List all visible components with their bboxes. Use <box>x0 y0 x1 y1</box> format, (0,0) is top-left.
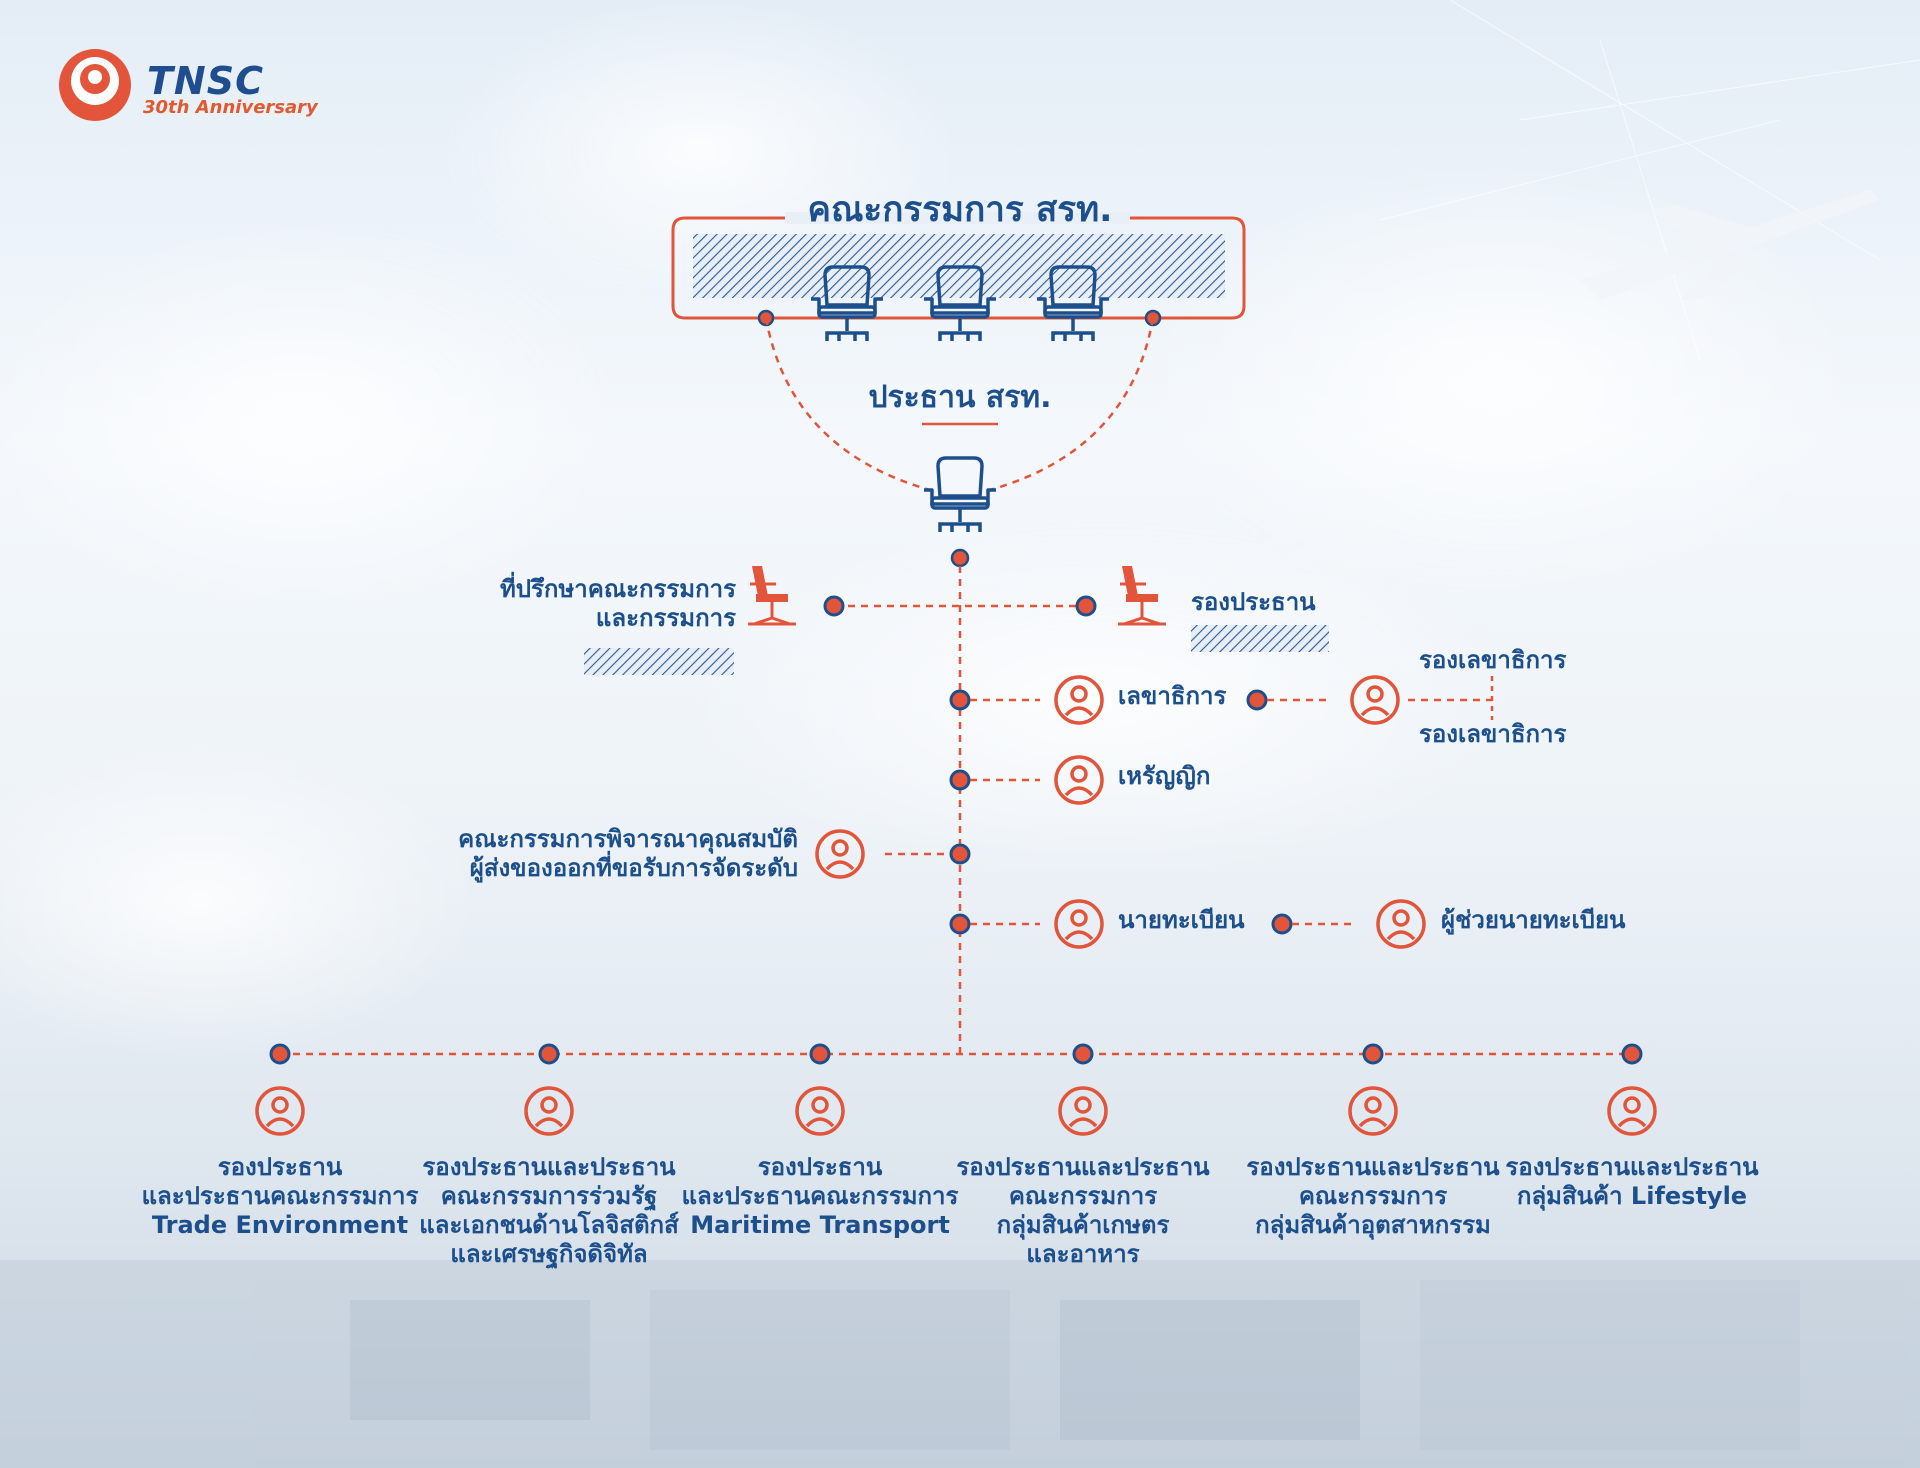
committee-line: คณะกรรมการพิจารณาคุณสมบัติ <box>458 825 798 853</box>
division-line: และเศรษฐกิจดิจิทัล <box>450 1240 648 1268</box>
division-line: รองประธาน <box>757 1153 883 1181</box>
advisors-label: ที่ปรึกษาคณะกรรมการ และกรรมการ <box>416 575 736 633</box>
board-title: คณะกรรมการ สรท. <box>807 190 1113 230</box>
chairman-chair-icon <box>922 456 998 534</box>
advisor-hatch-bar <box>584 648 734 675</box>
deputy-secretary-label: รองเลขาธิการ <box>1419 646 1567 674</box>
connector-dot <box>949 843 971 865</box>
vice-hatch-bar <box>1191 625 1329 652</box>
connector-dot <box>823 595 845 617</box>
secretary-label: เลขาธิการ <box>1118 682 1227 710</box>
tnsc-logo: TNSC 30th Anniversary <box>55 45 318 135</box>
committee-line: ผู้ส่งของออกที่ขอรับการจัดระดับ <box>469 854 798 882</box>
division-line: และอาหาร <box>1026 1240 1140 1268</box>
connector-dot <box>949 913 971 935</box>
division-line: รองประธานและประธาน <box>1246 1153 1500 1181</box>
division-line: คณะกรรมการ <box>1008 1182 1158 1210</box>
tnsc-logo-icon <box>59 49 131 121</box>
assistant-registrar-label: ผู้ช่วยนายทะเบียน <box>1441 906 1626 934</box>
division-line: และเอกชนด้านโลจิสติกส์ <box>419 1211 679 1239</box>
division-line: กลุ่มสินค้า Lifestyle <box>1516 1182 1748 1210</box>
advisors-line: ที่ปรึกษาคณะกรรมการ <box>499 575 736 603</box>
division-line: Maritime Transport <box>690 1211 950 1239</box>
division-line: รองประธานและประธาน <box>422 1153 676 1181</box>
port-background <box>0 1260 1920 1468</box>
division-person-icon <box>795 1086 845 1136</box>
division-line: กลุ่มสินค้าเกษตร <box>996 1211 1170 1239</box>
division-person-icon <box>1607 1086 1657 1136</box>
connector-dot <box>1271 913 1293 935</box>
division-label: รองประธาน และประธานคณะกรรมการ Trade Envi… <box>142 1153 419 1240</box>
registrar-label: นายทะเบียน <box>1118 906 1245 934</box>
assistant-registrar-person-icon <box>1376 899 1426 949</box>
connector-dot <box>949 769 971 791</box>
division-label: รองประธานและประธาน กลุ่มสินค้า Lifestyle <box>1505 1153 1758 1211</box>
logo-name: TNSC <box>147 59 264 103</box>
chairman-title: ประธาน สรท. <box>868 380 1052 415</box>
division-label: รองประธานและประธาน คณะกรรมการร่วมรัฐ และ… <box>419 1153 678 1269</box>
division-label: รองประธานและประธาน คณะกรรมการ กลุ่มสินค้… <box>956 1153 1209 1269</box>
treasurer-label: เหรัญญิก <box>1118 762 1211 790</box>
division-person-icon <box>1348 1086 1398 1136</box>
connector-dot <box>949 689 971 711</box>
division-person-icon <box>255 1086 305 1136</box>
division-line: รองประธานและประธาน <box>1505 1153 1759 1181</box>
board-frame-gap <box>785 212 1130 224</box>
division-label: รองประธานและประธาน คณะกรรมการ กลุ่มสินค้… <box>1246 1153 1499 1240</box>
vice-chairman-label: รองประธาน <box>1191 588 1316 616</box>
cloud-background <box>0 0 1860 1060</box>
division-line: และประธานคณะกรรมการ <box>681 1182 959 1210</box>
division-line: คณะกรรมการ <box>1298 1182 1448 1210</box>
registrar-person-icon <box>1054 899 1104 949</box>
committee-label: คณะกรรมการพิจารณาคุณสมบัติ ผู้ส่งของออกท… <box>318 825 798 883</box>
logo-subtitle: 30th Anniversary <box>143 97 318 118</box>
deputy-secretary-label: รองเลขาธิการ <box>1419 720 1567 748</box>
airplane-icon <box>1580 190 1880 300</box>
connector-dot <box>1075 595 1097 617</box>
division-person-icon <box>1058 1086 1108 1136</box>
board-to-chairman-arc <box>989 317 1155 492</box>
board-to-chairman-arc <box>764 317 931 492</box>
division-line: และประธานคณะกรรมการ <box>141 1182 419 1210</box>
division-line: รองประธานและประธาน <box>956 1153 1210 1181</box>
division-line: คณะกรรมการร่วมรัฐ <box>440 1182 658 1210</box>
division-line: กลุ่มสินค้าอุตสาหกรรม <box>1255 1211 1491 1239</box>
advisors-line: และกรรมการ <box>595 604 736 632</box>
division-dots <box>269 1043 1643 1065</box>
division-line: Trade Environment <box>151 1211 409 1239</box>
division-label: รองประธาน และประธานคณะกรรมการ Maritime T… <box>682 1153 959 1240</box>
division-line: รองประธาน <box>217 1153 343 1181</box>
connector-dot <box>1246 689 1268 711</box>
connector-dot <box>950 548 970 568</box>
division-person-icon <box>524 1086 574 1136</box>
